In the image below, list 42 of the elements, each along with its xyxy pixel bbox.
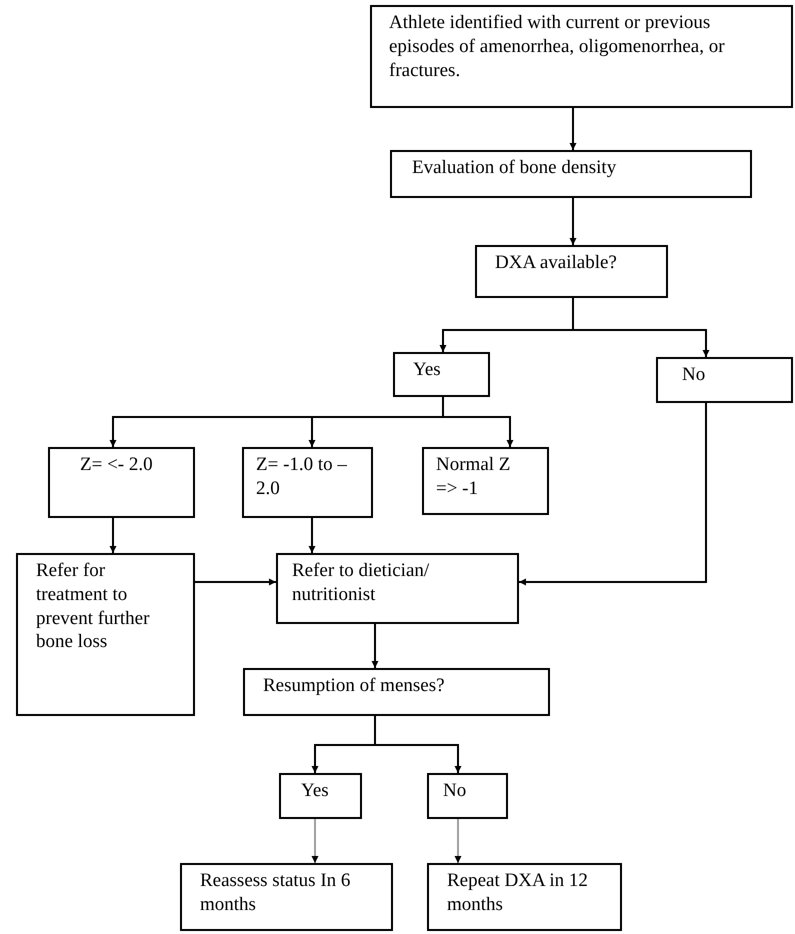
process-box xyxy=(279,773,362,819)
box-text: Resumption of menses? xyxy=(263,674,446,698)
process-box xyxy=(427,773,508,819)
arrow xyxy=(570,198,576,245)
process-box xyxy=(422,447,549,515)
box-text: No xyxy=(443,779,468,803)
process-box xyxy=(180,863,393,931)
box-text: Athlete identified with current or previous episodes of amenorrhea, oligomenorrhea, or fractures. xyxy=(389,11,726,82)
arrow xyxy=(519,403,707,586)
box-text: DXA available? xyxy=(495,251,618,275)
box-text: Evaluation of bone density xyxy=(412,156,618,180)
process-box xyxy=(276,553,519,624)
process-box xyxy=(656,357,793,403)
arrow xyxy=(570,108,576,150)
box-text: Yes xyxy=(301,779,330,803)
box-text: Repeat DXA in 12 months xyxy=(447,869,589,916)
arrow xyxy=(308,518,316,553)
process-box xyxy=(370,5,793,108)
process-box xyxy=(393,352,490,397)
process-box xyxy=(475,245,668,298)
arrow xyxy=(572,298,710,357)
box-text: Reassess status In 6 months xyxy=(200,869,352,916)
box-text: Refer for treatment to prevent further bone loss xyxy=(36,559,150,654)
box-text: Yes xyxy=(413,358,442,382)
arrow xyxy=(442,397,514,447)
box-text: Normal Z => -1 xyxy=(436,453,512,500)
box-text: Refer to dietician/ nutritionist xyxy=(292,559,430,606)
process-box xyxy=(243,668,550,716)
box-text: Z= -1.0 to –2.0 xyxy=(256,453,348,500)
arrow xyxy=(372,624,378,668)
process-box xyxy=(390,150,752,198)
arrow xyxy=(195,578,276,586)
process-box xyxy=(48,447,195,518)
box-text: Z= <- 2.0 xyxy=(80,453,154,477)
process-box xyxy=(16,553,195,716)
arrow xyxy=(110,518,116,553)
arrow xyxy=(312,819,318,863)
arrow xyxy=(454,819,462,863)
box-text: No xyxy=(682,363,706,387)
process-box xyxy=(242,447,373,518)
process-box xyxy=(427,863,622,931)
arrow xyxy=(374,716,462,773)
